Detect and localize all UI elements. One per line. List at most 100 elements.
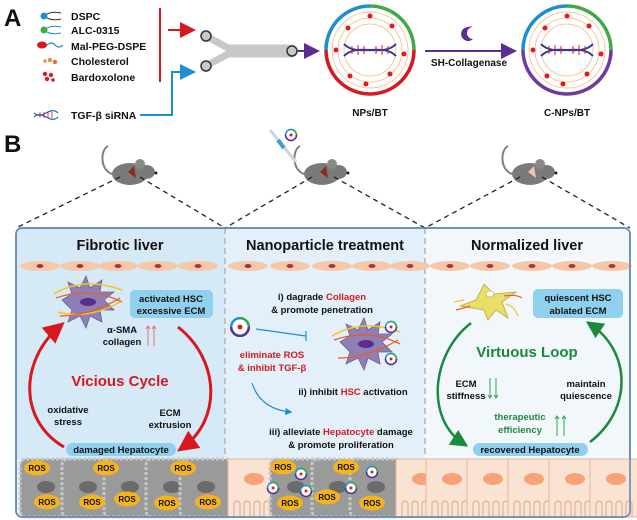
component-label: DSPC	[71, 11, 101, 23]
sirna-label: TGF-β siRNA	[71, 110, 137, 122]
red-text-line1: eliminate ROS	[240, 350, 304, 361]
marker-collagen: collagen	[103, 337, 142, 348]
ros-label: ROS	[28, 464, 46, 473]
virtuous-loop-label: Virtuous Loop	[476, 344, 577, 361]
activated-hsc-line1: activated HSC	[139, 294, 203, 305]
step2-prefix: ii) inhibit	[298, 387, 340, 398]
component-list: DSPC ALC-0315 Mal-PEG-DSPE Cholesterol B…	[37, 11, 146, 84]
ros-label: ROS	[118, 495, 136, 504]
sirna-icon	[33, 110, 59, 120]
cholesterol-icon	[43, 58, 58, 65]
activated-hsc-box	[130, 290, 213, 318]
inhibition-line	[255, 328, 307, 337]
oxidative-stress-line1: oxidative	[47, 405, 88, 416]
ros-label: ROS	[38, 498, 56, 507]
panel-b-label: B	[4, 131, 21, 158]
c-np-bt-label: C-NPs/BT	[544, 108, 590, 119]
component-label: Bardoxolone	[71, 72, 135, 84]
step1-prefix: i) dagrade	[278, 292, 326, 303]
oxidative-stress-line2: stress	[54, 417, 82, 428]
component-label: ALC-0315	[71, 25, 120, 37]
bound-np-icon	[384, 352, 398, 366]
syringe-icon	[268, 129, 298, 163]
curved-arrow	[251, 382, 293, 416]
ros-label: ROS	[281, 499, 299, 508]
quiescent-hsc-icon	[453, 283, 523, 321]
quiescent-hsc-line2: ablated ECM	[549, 306, 606, 317]
maintain-quiescence-line2: quiescence	[560, 391, 612, 402]
recovered-hepatocyte-badge	[473, 443, 588, 456]
section-title-treatment: Nanoparticle treatment	[246, 238, 404, 254]
maintain-quiescence-line1: maintain	[566, 379, 605, 390]
vicious-cycle-arrow-left	[28, 322, 65, 449]
healthy-hepatocyte-row	[425, 458, 637, 518]
marker-alpha-sma: α-SMA	[107, 325, 137, 336]
step2-suffix: activation	[361, 387, 408, 398]
bardoxolone-icon	[42, 71, 55, 82]
step1-highlight: Collagen	[326, 292, 366, 303]
ros-label: ROS	[83, 498, 101, 507]
mouse-treated	[293, 145, 351, 186]
section-title-normalized: Normalized liver	[471, 238, 583, 254]
vicious-cycle-arrow-right	[177, 325, 213, 452]
therapeutic-efficiency-line2: efficiency	[498, 425, 543, 436]
panel-a-label: A	[4, 5, 21, 32]
ecm-extrusion-line2: extrusion	[149, 420, 192, 431]
step1-line2: & promote penetration	[271, 305, 373, 316]
enzyme-label: SH-Collagenase	[431, 58, 508, 69]
step3-line2: & promote proliferation	[288, 440, 394, 451]
up-arrows-green-icon	[554, 415, 567, 436]
quiescent-hsc-box	[533, 289, 623, 318]
ros-label: ROS	[318, 493, 336, 502]
zoom-lines	[15, 176, 631, 229]
activated-hsc-icon	[53, 274, 123, 330]
sirna-arrow	[140, 64, 196, 116]
step3-prefix: iii) alleviate	[269, 427, 323, 438]
microfluidic-mixer	[200, 30, 298, 72]
ros-label: ROS	[174, 464, 192, 473]
step2-line: ii) inhibit HSC activation	[298, 387, 407, 398]
virtuous-loop-arrow-left	[436, 322, 472, 447]
ros-label: ROS	[199, 498, 217, 507]
step3-highlight: Hepatocyte	[323, 427, 374, 438]
ecm-stiffness-line1: ECM	[455, 379, 476, 390]
collagenase-icon	[461, 26, 473, 41]
down-arrows-icon	[487, 378, 499, 399]
mouse-fibrotic	[101, 145, 159, 186]
panel-border	[15, 227, 631, 518]
damaged-hepatocyte-label: damaged Hepatocyte	[73, 445, 169, 456]
virtuous-loop-arrow-right	[585, 321, 623, 443]
red-text-line2: & inhibit TGF-β	[238, 363, 307, 374]
therapeutic-efficiency-line1: therapeutic	[494, 412, 545, 423]
lipid-red-icon	[37, 41, 64, 49]
injected-np-icon	[284, 128, 298, 142]
component-label: Cholesterol	[71, 56, 129, 68]
recovered-hepatocyte-label: recovered Hepatocyte	[480, 445, 579, 456]
quiescent-hsc-line1: quiescent HSC	[544, 293, 611, 304]
ros-label: ROS	[337, 463, 355, 472]
step3-suffix: damage	[374, 427, 413, 438]
np-bt-label: NPs/BT	[352, 108, 388, 119]
ecm-extrusion-line1: ECM	[159, 408, 180, 419]
step3-line1: iii) alleviate Hepatocyte damage	[269, 427, 413, 438]
nanoparticle-np-bt	[324, 4, 416, 96]
mouse-normalized	[501, 145, 559, 186]
bound-np-icon	[384, 320, 398, 334]
ros-label: ROS	[274, 463, 292, 472]
ros-label: ROS	[158, 499, 176, 508]
ros-label: ROS	[363, 499, 381, 508]
endothelial-cell-row	[20, 261, 632, 271]
vicious-cycle-label: Vicious Cycle	[71, 373, 168, 390]
component-label: Mal-PEG-DSPE	[71, 41, 146, 53]
section-title-fibrotic: Fibrotic liver	[76, 238, 163, 254]
damaged-hepatocyte-badge	[66, 443, 176, 456]
activated-hsc-line2: excessive ECM	[137, 306, 206, 317]
nanoparticle-c-np-bt	[521, 4, 613, 96]
lipid-green-icon	[40, 25, 62, 35]
ros-label: ROS	[97, 464, 115, 473]
ecm-stiffness-line2: stiffness	[446, 391, 485, 402]
nanoparticle-icon	[229, 317, 251, 337]
up-arrows-icon	[145, 325, 157, 346]
lipid-blue-icon	[40, 11, 62, 21]
